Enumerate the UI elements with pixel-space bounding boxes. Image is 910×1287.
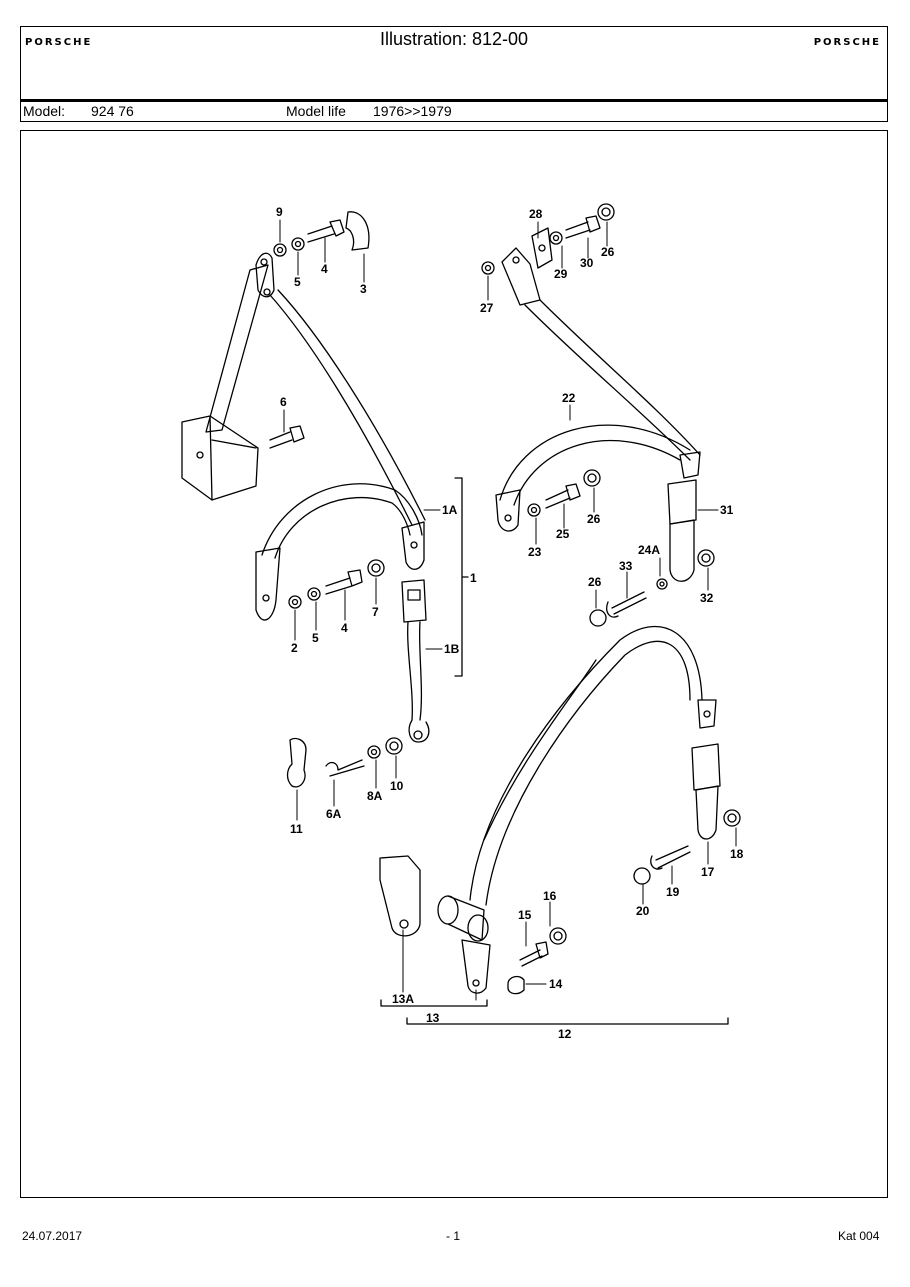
callout-23: 23 <box>528 545 542 559</box>
callout-6: 6 <box>280 395 287 409</box>
retractor-12 <box>437 895 491 994</box>
callout-13A: 13A <box>392 992 414 1006</box>
callout-5b: 5 <box>312 631 319 645</box>
header-box: PORSCHE Illustration: 812-00 PORSCHE Mod… <box>20 26 888 122</box>
group-bracket-13A <box>380 999 488 1007</box>
illustration-frame <box>20 130 888 1198</box>
callout-14: 14 <box>549 977 563 991</box>
leader-lines <box>279 219 737 1001</box>
callout-24A: 24A <box>638 543 660 557</box>
callout-1B: 1B <box>444 642 460 656</box>
parts-18-19-20 <box>633 809 741 885</box>
callout-28: 28 <box>529 207 543 221</box>
model-label: Model: <box>23 103 66 119</box>
brand-logo-right: PORSCHE <box>813 37 881 48</box>
callout-31: 31 <box>720 503 734 517</box>
bolts-washers-upper-right <box>481 203 615 517</box>
callout-4b: 4 <box>341 621 348 635</box>
callout-4a: 4 <box>321 262 328 276</box>
callout-18: 18 <box>730 847 744 861</box>
callout-33: 33 <box>619 559 633 573</box>
callout-26c: 26 <box>588 575 602 589</box>
callout-1A: 1A <box>442 503 458 517</box>
header-divider <box>21 99 887 102</box>
callout-2: 2 <box>291 641 298 655</box>
retractor-housing <box>181 415 259 501</box>
belt-12-strap <box>469 625 717 906</box>
callout-19: 19 <box>666 885 680 899</box>
callout-22: 22 <box>562 391 576 405</box>
model-life-label: Model life <box>286 103 346 119</box>
bolts-washers-upper-left <box>269 219 385 609</box>
callout-3: 3 <box>360 282 367 296</box>
front-belt-upper-strap <box>205 252 426 526</box>
callout-15: 15 <box>518 908 532 922</box>
callout-9: 9 <box>276 205 283 219</box>
callout-30: 30 <box>580 256 594 270</box>
callout-5a: 5 <box>294 275 301 289</box>
callout-10: 10 <box>390 779 404 793</box>
group-bracket-1 <box>454 477 469 677</box>
brand-logo-left: PORSCHE <box>25 37 93 48</box>
callout-27: 27 <box>480 301 494 315</box>
callout-12: 12 <box>558 1027 572 1041</box>
callout-8A: 8A <box>367 789 383 803</box>
rear-belt-strap <box>524 299 701 479</box>
callout-20: 20 <box>636 904 650 918</box>
parts-lower-left <box>286 737 403 788</box>
callout-25: 25 <box>556 527 570 541</box>
callout-17: 17 <box>701 865 715 879</box>
buckle-1B <box>401 579 430 743</box>
model-life-value: 1976>>1979 <box>373 103 452 119</box>
callout-13: 13 <box>426 1011 440 1025</box>
plate-13A <box>379 855 421 937</box>
callout-26a: 26 <box>601 245 615 259</box>
model-row: Model: 924 76 Model life 1976>>1979 <box>21 102 887 122</box>
callout-16: 16 <box>543 889 557 903</box>
bracket-3 <box>345 211 370 251</box>
model-value: 924 76 <box>91 103 134 119</box>
illustration-title: Illustration: 812-00 <box>379 29 529 49</box>
footer-date: 24.07.2017 <box>22 1229 83 1243</box>
buckle-31 <box>667 479 697 582</box>
callout-7: 7 <box>372 605 379 619</box>
footer-page: - 1 <box>446 1229 461 1243</box>
parts-14-15-16 <box>507 927 567 995</box>
rear-lap-strap-22 <box>495 424 691 532</box>
group-bracket-13 <box>406 1017 729 1025</box>
callout-26b: 26 <box>587 512 601 526</box>
rear-anchor-plate <box>501 247 541 306</box>
buckle-17 <box>691 743 721 840</box>
footer-catalog: Kat 004 <box>838 1229 880 1243</box>
callout-29: 29 <box>554 267 568 281</box>
callout-32: 32 <box>700 591 714 605</box>
front-lap-belt-strap <box>255 483 425 621</box>
callout-labels: 9 5 4 3 6 1A 1 1B 2 5 4 7 11 6A 8A 10 28… <box>276 205 744 1041</box>
callout-6A: 6A <box>326 807 342 821</box>
callout-1: 1 <box>470 571 477 585</box>
parts-24A-33-32 <box>589 549 715 627</box>
callout-11: 11 <box>290 822 303 836</box>
